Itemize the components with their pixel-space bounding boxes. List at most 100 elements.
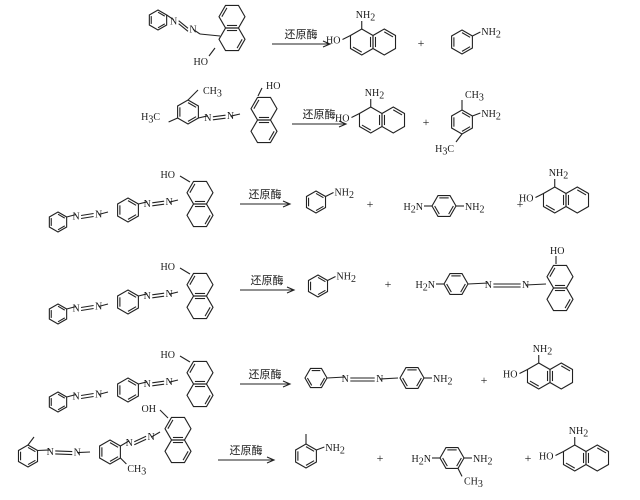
nitrogen-label: N bbox=[148, 432, 155, 443]
ring-outline bbox=[164, 439, 192, 464]
bond bbox=[179, 267, 191, 275]
double-bond bbox=[434, 205, 440, 215]
azo-bond bbox=[178, 23, 189, 32]
hydroxy-label: HO bbox=[266, 81, 280, 92]
double-bond bbox=[57, 393, 66, 399]
azo-bond bbox=[152, 380, 165, 384]
double-bond bbox=[109, 456, 119, 462]
hydroxy-label: HO bbox=[194, 57, 208, 68]
amino-label: H2N bbox=[404, 202, 423, 216]
double-bond bbox=[564, 299, 571, 309]
methyl-label: H3C bbox=[435, 144, 454, 158]
azo-bond bbox=[134, 438, 147, 446]
ring-outline bbox=[186, 203, 214, 228]
reaction-arrow-5: 还原酶 bbox=[240, 368, 292, 388]
double-bond bbox=[545, 204, 556, 211]
amino-label: NH2 bbox=[481, 109, 500, 123]
bond bbox=[138, 293, 148, 297]
bond bbox=[179, 355, 191, 363]
ring-outline bbox=[358, 106, 383, 134]
hydroxy-label: OH bbox=[142, 404, 156, 415]
bond bbox=[120, 440, 130, 447]
double-bond bbox=[127, 214, 137, 220]
ring-outline bbox=[48, 391, 68, 413]
methyl-label: CH3 bbox=[464, 476, 483, 490]
nitrogen-label: N bbox=[72, 392, 79, 403]
double-bond bbox=[461, 32, 471, 38]
bond bbox=[77, 451, 91, 454]
bond bbox=[457, 468, 463, 477]
reaction-arrow-2: 还原酶 bbox=[292, 108, 348, 128]
ring-outline bbox=[305, 190, 327, 214]
double-bond bbox=[268, 131, 275, 141]
double-bond bbox=[565, 462, 576, 469]
double-bond bbox=[187, 102, 197, 108]
reaction-arrow-4: 还原酶 bbox=[240, 274, 296, 294]
reaction-arrow-1: 还原酶 bbox=[272, 28, 332, 48]
bond bbox=[472, 112, 481, 117]
plus-sign: + bbox=[367, 197, 374, 211]
ring-outline bbox=[117, 377, 139, 403]
product-aniline-1: NH2 bbox=[451, 27, 501, 55]
double-bond bbox=[361, 124, 372, 131]
bond bbox=[166, 14, 174, 21]
ring-outline bbox=[186, 360, 214, 385]
ring-outline bbox=[439, 447, 465, 469]
nitrogen-label: N bbox=[227, 111, 234, 122]
ring-outline bbox=[250, 96, 278, 121]
azo-bond bbox=[152, 295, 165, 299]
bond bbox=[199, 33, 221, 37]
reaction-arrow-6: 还原酶 bbox=[218, 444, 276, 464]
reagent-label: 还原酶 bbox=[251, 274, 284, 287]
arrow-head bbox=[282, 380, 292, 388]
double-bond bbox=[560, 365, 571, 372]
double-bond bbox=[456, 457, 462, 467]
azo-bond bbox=[152, 292, 165, 296]
double-bond bbox=[187, 116, 197, 122]
ring-outline bbox=[307, 274, 329, 298]
phenyl-ring bbox=[304, 367, 328, 389]
naphthol-ring bbox=[186, 272, 214, 320]
double-bond bbox=[189, 275, 196, 285]
double-bond bbox=[306, 377, 313, 386]
ring-outline bbox=[117, 197, 139, 223]
amino-label: NH2 bbox=[549, 168, 568, 182]
azo-bond bbox=[55, 450, 73, 453]
bond bbox=[98, 391, 109, 396]
nitrogen-label: N bbox=[376, 374, 383, 385]
bond bbox=[168, 199, 179, 203]
nitrogen-label: N bbox=[166, 377, 173, 388]
bond bbox=[66, 213, 77, 218]
arrow-head bbox=[286, 286, 296, 294]
naphthol-ring bbox=[546, 264, 574, 312]
bond bbox=[192, 28, 201, 35]
ring-outline bbox=[451, 109, 473, 135]
double-bond bbox=[461, 126, 471, 132]
amino-label: NH2 bbox=[481, 27, 500, 41]
nitrogen-label: N bbox=[204, 113, 211, 124]
ring-outline bbox=[372, 28, 397, 56]
ring-outline bbox=[565, 186, 590, 214]
double-bond bbox=[127, 200, 137, 206]
hydroxy-label: HO bbox=[161, 350, 175, 361]
double-bond bbox=[189, 363, 196, 373]
double-bond bbox=[416, 377, 422, 387]
amino-label: NH2 bbox=[533, 344, 552, 358]
double-bond bbox=[221, 7, 228, 17]
azo-bond bbox=[80, 212, 94, 217]
bond bbox=[120, 457, 127, 465]
bond bbox=[27, 436, 35, 446]
nitrogen-label: N bbox=[144, 199, 151, 210]
dihydronaphthol-ring bbox=[250, 96, 278, 144]
bond bbox=[159, 409, 169, 419]
nitrogen-label: N bbox=[170, 17, 177, 28]
double-bond bbox=[461, 112, 471, 118]
nitrogen-label: N bbox=[72, 304, 79, 315]
phenylene-ring bbox=[399, 367, 425, 389]
double-bond bbox=[109, 442, 119, 448]
